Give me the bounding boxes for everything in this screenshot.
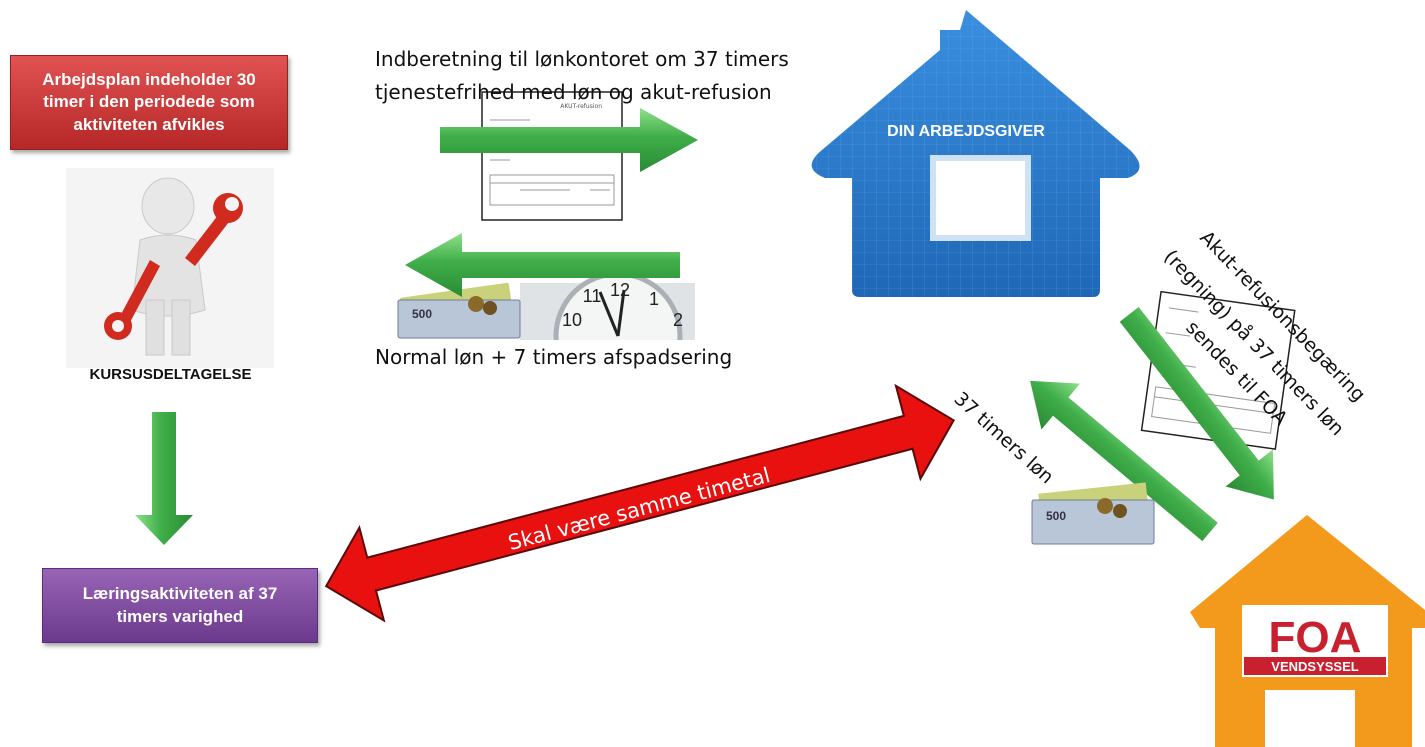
- green-arrow-left-icon: [405, 233, 680, 297]
- green-arrow-from-foa-icon: [1030, 380, 1218, 542]
- document-title: AKUT-refusion: [560, 103, 602, 110]
- worker-figure-icon: [66, 168, 274, 368]
- banknote-value-2: 500: [1046, 509, 1066, 523]
- money-icon-2: 500: [1031, 482, 1155, 545]
- clock-numeral: 12: [610, 280, 630, 300]
- green-arrow-right-icon: [440, 108, 698, 172]
- foa-house-icon: FOA VENDSYSSEL: [1190, 515, 1425, 747]
- clock-numeral: 2: [673, 310, 683, 330]
- money-icon: 500: [397, 282, 521, 339]
- employer-label: DIN ARBEJDSGIVER: [887, 123, 1045, 140]
- learning-activity-text: Læringsaktiviteten af 37 timers varighed: [82, 584, 278, 626]
- clock-numeral: 1: [649, 289, 659, 309]
- banknote-value: 500: [412, 307, 432, 321]
- foa-logo-text: FOA: [1269, 613, 1362, 662]
- foa-logo-subtext: VENDSYSSEL: [1271, 659, 1358, 674]
- red-double-arrow-icon: [324, 383, 956, 623]
- learning-activity-box: Læringsaktiviteten af 37 timers varighed: [42, 568, 318, 643]
- report-caption-line1: Indberetning til lønkontoret om 37 timer…: [375, 47, 789, 71]
- course-participation-label: KURSUSDELTAGELSE: [89, 366, 252, 383]
- work-plan-box: Arbejdsplan indeholder 30 timer i den pe…: [10, 55, 288, 150]
- invoice-document-icon: AKUT-refusion: [481, 91, 623, 221]
- work-plan-text: Arbejdsplan indeholder 30 timer i den pe…: [42, 70, 256, 134]
- green-arrow-to-foa-icon: [1119, 306, 1274, 500]
- report-caption-line2: tjenestefrihed med løn og akut-refusion: [375, 80, 772, 104]
- green-arrow-down-icon: [135, 412, 193, 545]
- clock-numeral: 11: [583, 286, 602, 306]
- clock-numeral: 10: [562, 310, 582, 330]
- normal-pay-caption: Normal løn + 7 timers afspadsering: [375, 345, 733, 369]
- employer-house-icon: [811, 10, 1140, 297]
